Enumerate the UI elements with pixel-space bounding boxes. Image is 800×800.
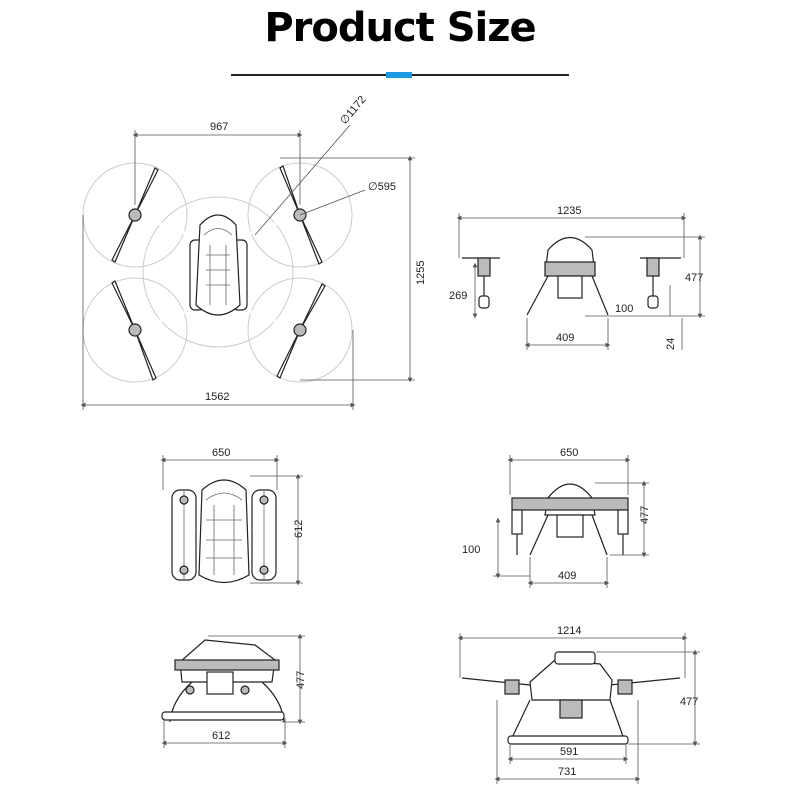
dim-595-label: ∅595	[368, 181, 396, 193]
body-front	[526, 236, 609, 316]
dimension-269: 269	[449, 262, 478, 319]
dimension-diag-prop: ∅595	[299, 181, 396, 216]
dimension-1562: 1562	[80, 215, 356, 410]
dim-409-label-1: 409	[556, 332, 574, 344]
dimension-409b: 409	[527, 557, 610, 588]
body-top-folded	[198, 479, 250, 584]
front-folded-view: 650 477 100 409	[462, 447, 651, 588]
dimension-100b: 100	[462, 517, 530, 579]
dimension-100a: 100	[585, 285, 705, 317]
folded-arms	[171, 489, 277, 581]
dimension-591: 591	[507, 744, 629, 764]
dimension-409a: 409	[524, 318, 611, 350]
body-top	[189, 214, 248, 316]
propeller-blades	[111, 165, 326, 381]
side-folded-view: 477 612	[161, 633, 307, 748]
dim-477-label-2: 477	[639, 506, 651, 524]
dim-591-label: 591	[560, 746, 578, 758]
dim-1172-label: ∅1172	[338, 94, 369, 127]
dim-1255-label: 1255	[415, 261, 427, 285]
dim-100-label-2: 100	[462, 544, 480, 556]
dimension-1235: 1235	[456, 205, 687, 258]
body-front-folded	[511, 483, 629, 556]
dim-650-label-1: 650	[212, 447, 230, 459]
dimension-967: 967	[132, 121, 303, 205]
dimension-477d: 477	[596, 649, 700, 747]
arms-front	[462, 257, 681, 309]
body-side-folded	[161, 639, 285, 723]
dim-1562-label: 1562	[205, 391, 229, 403]
side-unfolded-view: 1214 477 591 731	[457, 625, 700, 784]
dimension-24: 24	[665, 318, 683, 350]
top-folded-view: 650 612	[160, 447, 305, 586]
dimension-612b: 612	[161, 718, 288, 748]
dimension-731: 731	[494, 700, 641, 784]
dim-477-label-1: 477	[685, 272, 703, 284]
dim-612-label-2: 612	[212, 730, 230, 742]
dimension-650b: 650	[507, 447, 631, 495]
dimension-477c: 477	[208, 633, 307, 725]
dim-100-label-1: 100	[615, 303, 633, 315]
dimension-477b: 477	[595, 480, 651, 558]
dim-477-label-3: 477	[295, 671, 307, 689]
dim-477-label-4: 477	[680, 696, 698, 708]
dim-269-label: 269	[449, 290, 467, 302]
dim-612-label-1: 612	[293, 520, 305, 538]
front-unfolded-view: 1235 477 269 100 409 24	[449, 205, 705, 350]
title-underline-accent	[386, 72, 412, 78]
dim-1235-label: 1235	[557, 205, 581, 217]
dim-650-label-2: 650	[560, 447, 578, 459]
dimension-612a: 612	[250, 473, 305, 586]
dimension-477a: 477	[585, 234, 705, 319]
top-unfolded-view: 967 ∅1172 ∅595 1255 1562	[80, 94, 427, 410]
dim-731-label: 731	[558, 766, 576, 778]
dim-1214-label: 1214	[557, 625, 581, 637]
dim-409-label-2: 409	[558, 570, 576, 582]
body-side-unfolded	[461, 651, 681, 745]
dimension-1255: 1255	[280, 155, 427, 383]
dimension-650a: 650	[160, 447, 280, 490]
dimension-1214: 1214	[457, 625, 688, 678]
dim-967-label: 967	[210, 121, 228, 133]
dim-24-label: 24	[665, 338, 677, 350]
page-title: Product Size	[264, 5, 536, 51]
